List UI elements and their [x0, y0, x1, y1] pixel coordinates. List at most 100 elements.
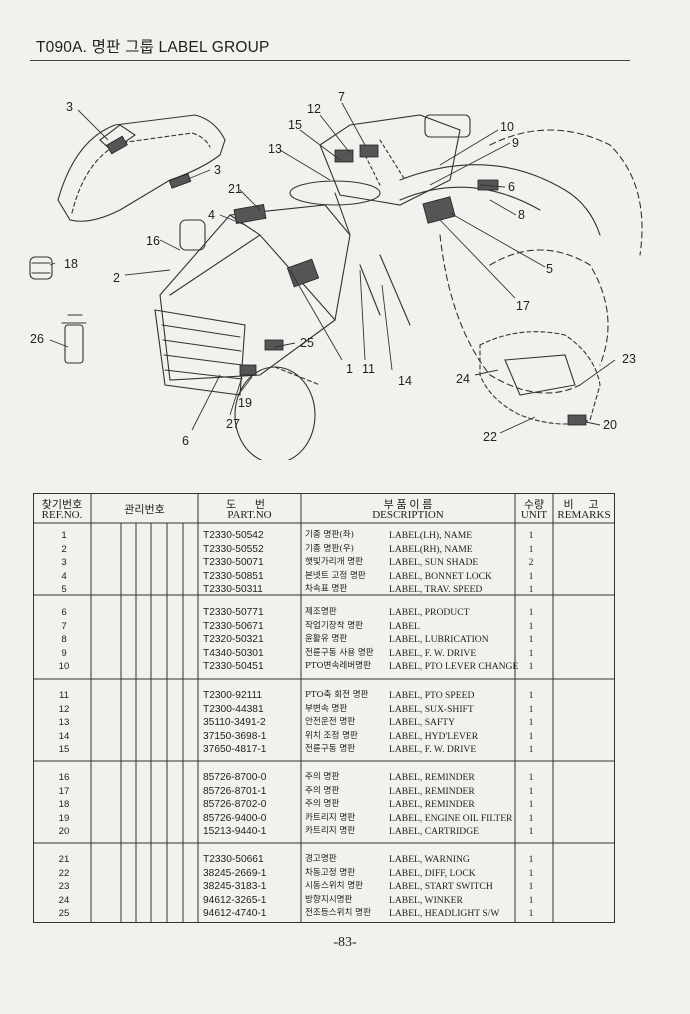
part-number-cell: T2320-50321 — [203, 634, 264, 646]
header-rule — [30, 60, 630, 61]
part-number-cell: 38245-2669-1 — [203, 867, 267, 879]
unit-cell: 1 — [528, 647, 534, 659]
callout-3b: 3 — [214, 163, 221, 177]
ref-cell: 8 — [61, 634, 67, 646]
unit-cell: 1 — [528, 744, 534, 756]
part-number-cell: 94612-3265-1 — [203, 894, 267, 906]
callout-8: 7 — [338, 90, 345, 104]
part-number-cell: T2330-50661 — [203, 854, 264, 865]
desc-header-en: DESCRIPTION — [372, 509, 444, 521]
unit-cell: 1 — [528, 854, 534, 865]
part-header-en: PART.NO — [227, 509, 272, 521]
korean-name-cell: 전조등스위치 명판 — [305, 908, 371, 919]
description-cell: LABEL, WINKER — [389, 894, 463, 906]
korean-name-cell: 시동스위치 명판 — [305, 881, 364, 892]
description-cell: LABEL, HEADLIGHT S/W — [389, 908, 500, 920]
ref-cell: 24 — [58, 894, 70, 906]
callout-labels: 3 3 7 12 15 13 10 9 6 8 21 4 16 5 17 18 … — [30, 90, 636, 448]
callout-22: 21 — [228, 182, 242, 196]
part-number-cell: 37150-3698-1 — [203, 730, 267, 742]
unit-cell: 1 — [528, 799, 534, 811]
ref-cell: 3 — [61, 557, 67, 569]
part-number-cell: T2330-50671 — [203, 620, 264, 632]
description-cell: LABEL, ENGINE OIL FILTER — [389, 812, 513, 824]
desc-header-kr: 부 품 이 름 — [383, 499, 433, 511]
description-cell: LABEL, PRODUCT — [389, 607, 470, 618]
ref-cell: 6 — [61, 607, 67, 618]
unit-cell: 1 — [528, 530, 534, 541]
callout-11: 10 — [500, 120, 514, 134]
korean-name-cell: PTO축 회전 명판 — [305, 690, 369, 700]
part-number-cell: T4340-50301 — [203, 647, 264, 659]
unit-cell: 1 — [528, 772, 534, 783]
description-cell: LABEL, HYD'LEVER — [389, 730, 479, 742]
unit-cell: 1 — [528, 661, 534, 673]
ref-cell: 22 — [58, 867, 70, 879]
description-cell: LABEL, PTO SPEED — [389, 690, 475, 701]
korean-name-cell: 카트리지 명판 — [305, 826, 356, 837]
ref-cell: 1 — [61, 530, 67, 541]
unit-cell: 2 — [528, 557, 534, 569]
ref-cell: 5 — [61, 584, 67, 596]
ref-cell: 21 — [58, 854, 70, 865]
korean-name-cell: 위치 조정 명판 — [305, 730, 358, 741]
ref-cell: 15 — [58, 744, 70, 756]
korean-name-cell: 전륜구동 사용 명판 — [305, 647, 374, 658]
description-cell: LABEL, SUN SHADE — [389, 557, 479, 569]
unit-cell: 1 — [528, 730, 534, 742]
callout-16: 15 — [288, 118, 302, 132]
part-number-cell: 15213-9440-1 — [203, 826, 267, 838]
parts-table: 찾기번호 REF.NO. 관리번호 도 번 PART.NO 부 품 이 름 DE… — [33, 493, 615, 923]
description-cell: LABEL, REMINDER — [389, 799, 475, 811]
unit-cell: 1 — [528, 584, 534, 596]
korean-name-cell: 기종 명판(우) — [305, 543, 354, 554]
korean-name-cell: 안전운전 명판 — [305, 717, 356, 728]
korean-name-cell: 차동고정 명판 — [305, 867, 356, 878]
ref-cell: 12 — [58, 703, 70, 715]
callout-2: 2 — [113, 271, 120, 285]
description-cell: LABEL, DIFF, LOCK — [389, 867, 476, 879]
callout-1: 1 — [346, 362, 353, 376]
unit-cell: 1 — [528, 785, 534, 797]
ref-cell: 20 — [58, 826, 70, 838]
ref-cell: 18 — [58, 799, 70, 811]
unit-cell: 1 — [528, 894, 534, 906]
description-cell: LABEL, BONNET LOCK — [389, 570, 492, 582]
korean-name-cell: 전륜구동 명판 — [305, 744, 356, 755]
part-number-cell: 37650-4817-1 — [203, 744, 267, 756]
callout-27: 26 — [30, 332, 44, 346]
ref-cell: 2 — [61, 543, 67, 555]
part-number-cell: 85726-9400-0 — [203, 812, 267, 824]
callout-9: 8 — [518, 208, 525, 222]
callout-14: 13 — [268, 142, 282, 156]
ref-cell: 23 — [58, 881, 70, 893]
table-grid — [33, 493, 615, 923]
unit-cell: 1 — [528, 703, 534, 715]
label-location-diagram: 3 3 7 12 15 13 10 9 6 8 21 4 16 5 17 18 … — [20, 85, 670, 464]
callout-20: 19 — [238, 396, 252, 410]
part-number-cell: 35110-3491-2 — [203, 717, 266, 729]
ref-cell: 4 — [61, 570, 67, 582]
description-cell: LABEL, PTO LEVER CHANGE — [389, 661, 519, 673]
part-number-cell: T2330-50552 — [203, 543, 264, 555]
korean-name-cell: 주의 명판 — [305, 799, 340, 810]
ref-cell: 13 — [58, 717, 70, 729]
tractor-illustration: 3 3 7 12 15 13 10 9 6 8 21 4 16 5 17 18 … — [29, 90, 643, 464]
part-number-cell: T2330-50851 — [203, 570, 264, 582]
